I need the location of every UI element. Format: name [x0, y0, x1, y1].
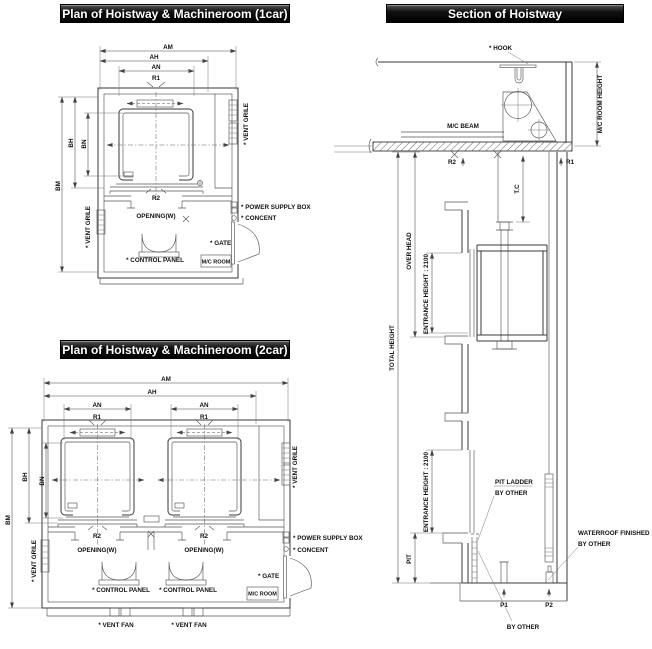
dim-ah-2car: AH — [147, 389, 157, 396]
label-mc-room-1car: M/C ROOM — [202, 260, 231, 266]
dim-over-head: OVER HEAD — [406, 232, 413, 270]
title-section: Section of Hoistway — [386, 4, 624, 23]
dim-bh-1car: BH — [68, 138, 75, 148]
dim-bh-2car: BH — [22, 472, 29, 482]
dim-mc-room-height: M/C ROOM HEIGHT — [597, 75, 604, 134]
dim-an-1car: AN — [151, 64, 161, 71]
label-hook: * HOOK — [489, 45, 513, 52]
label-vent-grile-right-1car: * VENT GRILE — [243, 103, 250, 145]
label-pit-ladder-by-other: BY OTHER — [495, 490, 528, 497]
label-opening-1car: OPENING(W) — [136, 213, 175, 220]
label-concent-1car: * CONCENT — [241, 215, 276, 222]
label-vent-fan2-2car: * VENT FAN — [171, 622, 207, 629]
label-gate-1car: * GATE — [210, 240, 231, 247]
dim-tc: T.C — [514, 184, 521, 194]
dim-bn-2car: BN — [39, 476, 46, 486]
dim-entrance-height-upper: ENTRANCE HEIGHT : 2100 — [423, 253, 430, 334]
dim-bn-1car: BN — [81, 139, 88, 149]
dim-r1-1car: R1 — [152, 75, 161, 82]
label-power-supply-box-2car: * POWER SUPPLY BOX — [293, 535, 363, 542]
label-mc-room-2car: M/C ROOM — [248, 592, 277, 598]
plan-1car: AM AH AN R1 R2 BM BH BN * VENT GRILE * V… — [55, 44, 311, 285]
dim-an2-2car: AN — [199, 402, 209, 409]
dim-r1-section: R1 — [566, 159, 575, 166]
label-vent-grile-left-1car: * VENT GRILE — [85, 206, 92, 248]
label-control-panel1-2car: * CONTROL PANEL — [92, 587, 150, 594]
label-opening1-2car: OPENING(W) — [77, 547, 116, 554]
dim-bm-2car: BM — [5, 515, 12, 525]
label-mc-beam: M/C BEAM — [447, 123, 479, 130]
dim-pit: PIT — [406, 554, 413, 564]
label-pit-ladder: PIT LADDER — [495, 479, 533, 486]
label-vent-grile-right-2car: * VENT GRILE — [292, 446, 299, 488]
dim-r2-section: R2 — [448, 159, 457, 166]
dim-entrance-height-lower: ENTRANCE HEIGHT : 2100 — [423, 451, 430, 532]
dim-r1a-2car: R1 — [93, 414, 102, 421]
label-vent-fan1-2car: * VENT FAN — [98, 622, 134, 629]
label-waterroof-by-other: BY OTHER — [578, 541, 611, 548]
dim-bm-1car: BM — [55, 181, 62, 191]
dim-r2b-2car: R2 — [200, 533, 209, 540]
label-gate-2car: * GATE — [258, 573, 279, 580]
dim-p2: P2 — [545, 602, 553, 609]
label-concent-2car: * CONCENT — [293, 547, 328, 554]
title-plan-1car: Plan of Hoistway & Machineroom (1car) — [60, 4, 290, 23]
label-vent-grile-left-2car: * VENT GRILE — [31, 540, 38, 582]
label-by-other-bottom: BY OTHER — [507, 624, 540, 631]
dim-am-1car: AM — [163, 44, 173, 51]
title-plan-2car: Plan of Hoistway & Machineroom (2car) — [60, 340, 290, 359]
dim-r2a-2car: R2 — [93, 533, 102, 540]
label-control-panel-1car: * CONTROL PANEL — [126, 257, 184, 264]
dim-total-height: TOTAL HEIGHT — [389, 325, 396, 371]
label-waterroof: WATERROOF FINISHED — [578, 530, 650, 537]
label-power-supply-box-1car: * POWER SUPPLY BOX — [241, 204, 311, 211]
label-opening2-2car: OPENING(W) — [184, 547, 223, 554]
dim-an1-2car: AN — [92, 402, 102, 409]
dim-r1b-2car: R1 — [200, 414, 209, 421]
section-hoistway: * HOOK M/C BEAM M/C ROOM HEIGHT R2 R1 T.… — [334, 45, 650, 631]
dim-p1: P1 — [500, 602, 508, 609]
plan-2car: AM AH AN AN R1 R1 R2 R2 BM BH BN * VENT … — [5, 376, 363, 629]
label-control-panel2-2car: * CONTROL PANEL — [159, 587, 217, 594]
dim-ah-1car: AH — [149, 54, 159, 61]
dim-r2-1car: R2 — [152, 195, 161, 202]
dim-am-2car: AM — [161, 376, 171, 383]
